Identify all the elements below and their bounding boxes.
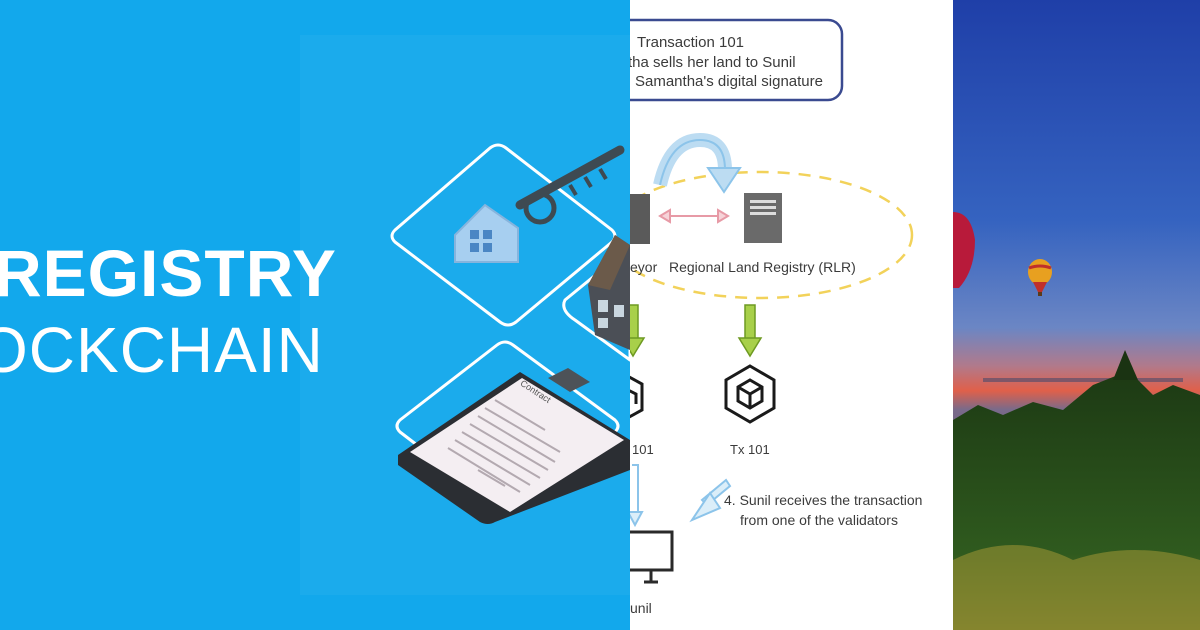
banner-illustration <box>390 143 630 524</box>
balloon-landscape-photo <box>953 0 1200 630</box>
blue-down-arrow-icon <box>630 464 644 528</box>
tile-outline-right <box>562 253 630 362</box>
tx-box-line1: Transaction 101 <box>637 34 745 51</box>
transaction-box <box>630 18 844 102</box>
hot-air-balloon-small-icon <box>1028 259 1052 296</box>
land-registry-banner: REGISTRY OCKCHAIN <box>0 0 630 630</box>
curved-arrow-icon <box>653 132 742 194</box>
step4-line1: 4. Sunil receives the transaction <box>724 492 923 508</box>
block-cube-left-icon <box>630 375 644 419</box>
banner-subtitle: OCKCHAIN <box>0 314 324 386</box>
key-icon <box>515 145 625 225</box>
rlr-label: Regional Land Registry (RLR) <box>669 259 856 275</box>
blue-diagonal-arrow-icon <box>689 478 732 523</box>
tx-left-label: 101 <box>632 442 654 457</box>
foreground-grass <box>953 545 1200 630</box>
block-cube-right-icon <box>724 364 776 424</box>
green-arrow-left-icon <box>630 304 646 358</box>
hot-air-balloon-large-icon <box>953 212 975 288</box>
tx-box-line2: tha sells her land to Sunil <box>630 54 796 71</box>
step4-line2: from one of the validators <box>740 512 898 528</box>
surveyor-label: eyor <box>630 259 658 275</box>
sunil-label: unil <box>630 600 652 616</box>
surveyor-server-icon <box>630 194 650 244</box>
tx-box-line3: Samantha's digital signature <box>635 73 823 90</box>
tx-right-label: Tx 101 <box>730 442 770 457</box>
transaction-diagram: Transaction 101 tha sells her land to Su… <box>630 0 953 630</box>
landscape-image <box>953 0 1200 630</box>
house-keychain-icon <box>454 203 519 263</box>
miniature-house-icon <box>588 235 630 350</box>
computer-monitor-icon <box>630 530 674 584</box>
pine-tree <box>1113 350 1138 380</box>
rlr-server-icon <box>744 193 782 243</box>
sync-arrow-icon <box>658 208 730 224</box>
banner-title: REGISTRY <box>0 236 337 310</box>
cloud-band <box>983 378 1183 382</box>
green-arrow-right-icon <box>737 304 763 358</box>
diagram-graphics <box>630 18 914 584</box>
clipboard-icon <box>398 368 630 524</box>
validators-ring <box>630 170 914 300</box>
